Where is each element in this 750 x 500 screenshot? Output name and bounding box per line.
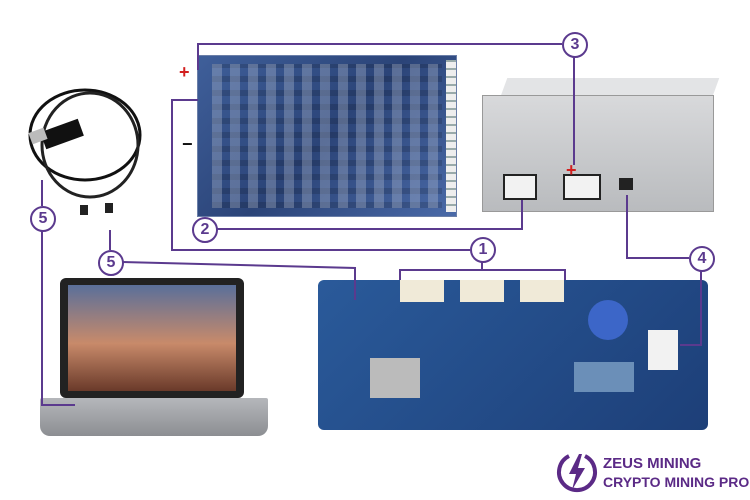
usb-ttl-cable: [20, 75, 150, 225]
positive-mark: +: [179, 62, 190, 82]
callout-4: 4: [689, 246, 715, 272]
psu-positive-mark: +: [566, 160, 577, 180]
callout-2: 2: [192, 217, 218, 243]
power-supply-image: [482, 95, 714, 212]
logo-subtitle: CRYPTO MINING PRO: [603, 474, 750, 490]
hashboard-image: [197, 55, 457, 217]
callout-3: 3: [562, 32, 588, 58]
callout-5-laptop: 5: [98, 250, 124, 276]
zeus-mining-logo: ZEUS MINING CRYPTO MINING PRO: [555, 450, 749, 495]
callout-1: 1: [470, 237, 496, 263]
control-board-image: [318, 280, 708, 430]
laptop-keyboard: [40, 398, 268, 436]
laptop-display: [68, 285, 236, 391]
negative-mark: −: [182, 134, 193, 154]
logo-title: ZEUS MINING: [603, 455, 702, 472]
callout-5-usb: 5: [30, 206, 56, 232]
lightning-icon: [557, 454, 597, 493]
